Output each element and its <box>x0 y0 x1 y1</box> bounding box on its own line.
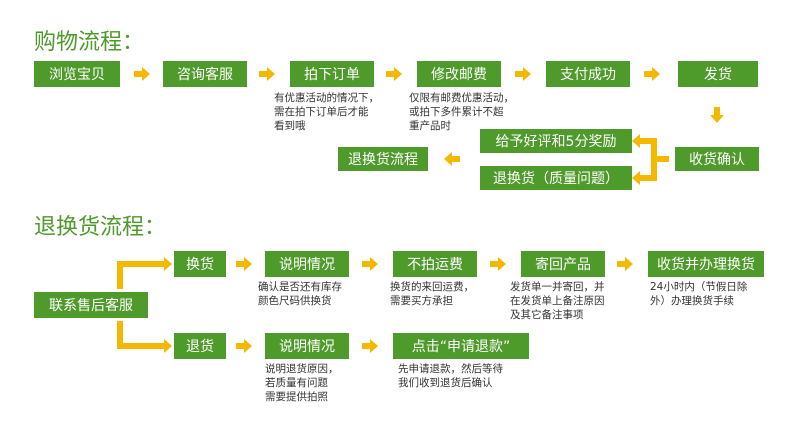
step-postage: 修改邮费 <box>417 61 501 87</box>
purchase-title: 购物流程： <box>34 30 145 55</box>
note-order: 有优惠活动的情况下， 需在拍下订单后才能 看到哦 <box>274 92 379 132</box>
return-goods-box: 退换货（质量问题） <box>480 166 632 190</box>
note-stock: 确认是否还有库存 颜色尺码供换货 <box>258 281 342 307</box>
apply-refund-box: 点击“申请退款” <box>393 333 529 359</box>
arrow-left-icon <box>444 152 460 166</box>
step-browse: 浏览宝贝 <box>34 61 120 87</box>
arrow-right-icon <box>134 67 150 81</box>
arrow-right-icon <box>644 67 660 81</box>
note-postage: 仅限有邮费优惠活动， 或拍下多件累计不超 重产品时 <box>409 92 514 132</box>
step-consult: 咨询客服 <box>163 61 247 87</box>
send-back-box: 寄回产品 <box>521 251 605 277</box>
confirm-box: 收货确认 <box>675 147 759 171</box>
arrow-right-icon <box>236 339 252 353</box>
reward-box: 给予好评和5分奖励 <box>480 129 632 153</box>
arrow-down-icon <box>710 107 724 123</box>
refund-explain-box: 说明情况 <box>265 333 349 359</box>
note-24h: 24小时内（节假日除 外）办理换货手续 <box>650 281 748 307</box>
arrow-right-icon <box>515 67 531 81</box>
arrow-right-icon <box>617 257 633 271</box>
arrow-right-icon <box>362 339 378 353</box>
arrow-right-icon <box>362 257 378 271</box>
refund-box: 退货 <box>174 333 226 359</box>
note-refund-wait: 先申请退款，然后等待 我们收到退货后确认 <box>398 363 503 389</box>
arrow-right-icon <box>386 67 402 81</box>
exchange-box: 换货 <box>174 251 226 277</box>
contact-service-box: 联系售后客服 <box>34 292 148 318</box>
no-shipping-fee-box: 不拍运费 <box>393 251 477 277</box>
note-freight: 换货的来回运费， 需要买方承担 <box>390 281 474 307</box>
return-flow-box: 退换货流程 <box>338 147 428 171</box>
arrow-right-icon <box>490 257 506 271</box>
arrow-right-icon <box>259 67 275 81</box>
note-send-back: 发货单一并寄回，并 在发货单上备注原因 及其它备注事项 <box>510 281 605 321</box>
arrow-right-icon <box>236 257 252 271</box>
step-paid: 支付成功 <box>546 61 630 87</box>
step-ship: 发货 <box>678 61 758 87</box>
receive-exchange-box: 收货并办理换货 <box>648 251 764 277</box>
note-refund-reason: 说明退货原因， 若质量有问题 需要提供拍照 <box>265 363 339 403</box>
exchange-explain-box: 说明情况 <box>265 251 349 277</box>
step-order: 拍下订单 <box>290 61 374 87</box>
returns-title: 退换货流程： <box>34 215 167 240</box>
